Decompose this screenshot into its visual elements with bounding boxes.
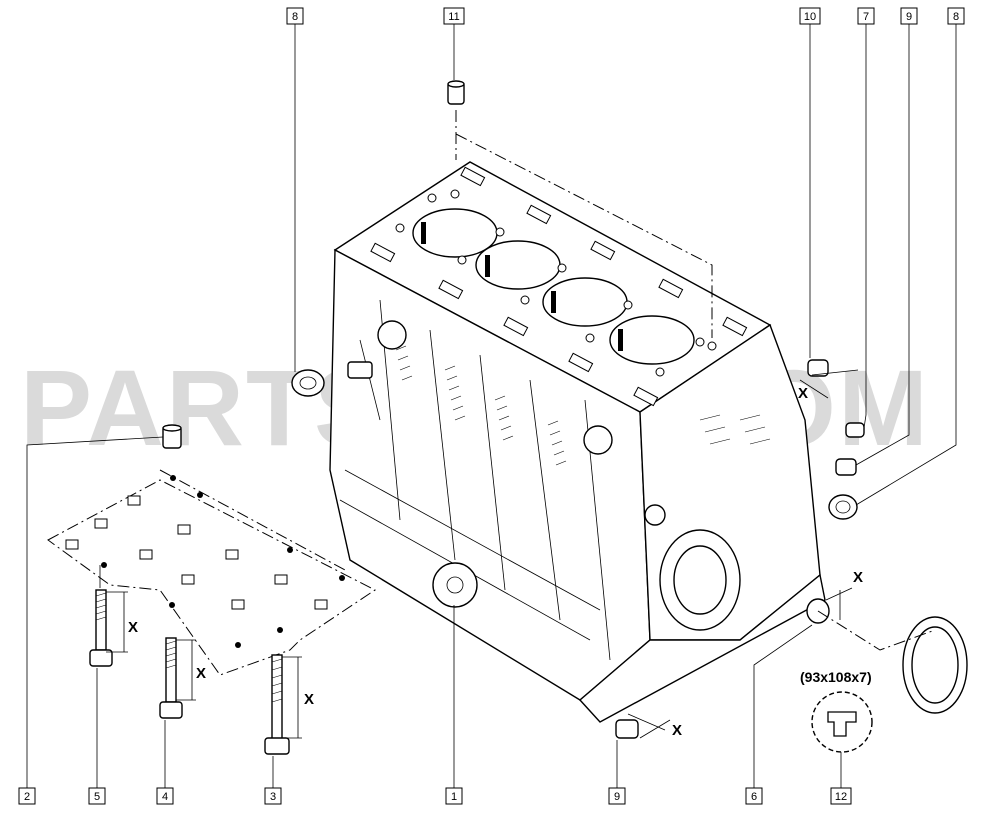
bolt-dimensions: X X X (106, 591, 314, 739)
svg-text:4: 4 (162, 791, 168, 803)
callout-top-8-left: 8 (286, 7, 304, 25)
seal-profile-detail: (93x108x7) (800, 669, 873, 753)
svg-text:9: 9 (906, 11, 912, 23)
crankshaft-oil-seal[interactable] (817, 610, 968, 714)
bedplate-bolt-medium[interactable] (159, 637, 183, 719)
svg-text:8: 8 (292, 11, 298, 23)
dowel-pin-bedplate[interactable] (162, 424, 182, 449)
svg-text:X: X (304, 691, 314, 708)
svg-text:X: X (128, 619, 138, 636)
svg-text:2: 2 (24, 791, 30, 803)
svg-text:11: 11 (448, 11, 459, 23)
leader-lines (26, 22, 957, 788)
svg-text:1: 1 (451, 791, 457, 803)
callout-bottom-2: 2 (18, 787, 36, 805)
callout-bottom-6: 6 (745, 787, 763, 805)
callout-top-9: 9 (900, 7, 918, 25)
right-dimensions: X X X (627, 369, 863, 739)
svg-text:X: X (672, 722, 682, 739)
svg-text:12: 12 (835, 791, 847, 803)
bedplate-bolt-short[interactable] (89, 565, 113, 667)
core-plug-right[interactable] (828, 494, 858, 520)
callout-bottom-1: 1 (445, 787, 463, 805)
callout-bottom-5: 5 (88, 787, 106, 805)
bedplate-outline (47, 469, 376, 676)
svg-text:3: 3 (270, 791, 276, 803)
callout-top-8-right: 8 (947, 7, 965, 25)
callouts-bottom: 2 5 4 3 1 9 6 12 (18, 787, 852, 805)
dowel-right-10[interactable] (807, 359, 829, 377)
svg-text:6: 6 (751, 791, 757, 803)
callout-top-11: 11 (443, 7, 465, 25)
svg-text:8: 8 (953, 11, 959, 23)
sleeve-7[interactable] (845, 422, 865, 438)
svg-text:9: 9 (614, 791, 620, 803)
svg-text:10: 10 (804, 11, 816, 23)
svg-text:X: X (196, 665, 206, 682)
callout-top-10: 10 (799, 7, 821, 25)
cylinder-block[interactable] (329, 161, 826, 723)
callouts-top: 8 11 10 7 9 8 (286, 7, 965, 25)
callout-bottom-12: 12 (830, 787, 852, 805)
core-plug-left[interactable] (291, 361, 373, 397)
callout-top-7: 7 (857, 7, 875, 25)
callout-bottom-4: 4 (156, 787, 174, 805)
svg-text:X: X (798, 385, 808, 402)
callout-bottom-9: 9 (608, 787, 626, 805)
svg-text:X: X (853, 569, 863, 586)
svg-text:5: 5 (94, 791, 100, 803)
callout-bottom-3: 3 (264, 787, 282, 805)
dowel-bottom-9[interactable] (615, 719, 639, 739)
svg-text:7: 7 (863, 11, 869, 23)
bedplate-bolt-long[interactable] (264, 654, 290, 755)
dowel-pin-top[interactable] (447, 80, 713, 338)
dowel-right-9[interactable] (835, 458, 857, 476)
seal-spec-label: (93x108x7) (800, 669, 872, 685)
